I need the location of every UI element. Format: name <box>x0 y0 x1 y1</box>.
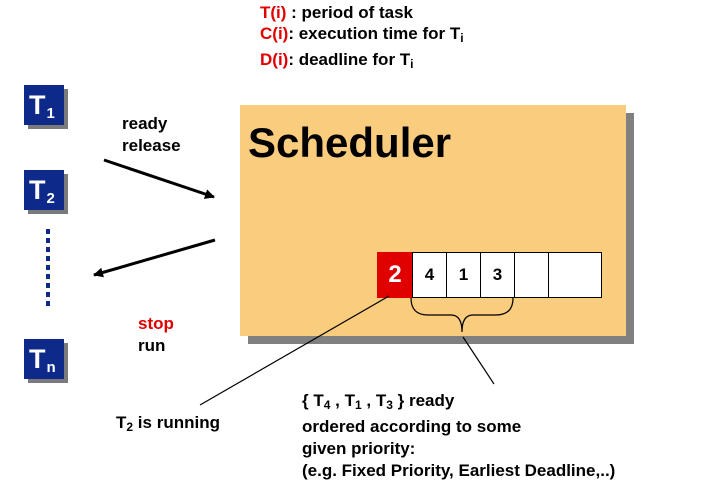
ready-brace <box>410 297 514 333</box>
queue-cell <box>514 252 549 298</box>
running-pointer-line <box>199 295 390 406</box>
queue-cell: 1 <box>446 252 481 298</box>
legend-period: T(i) : period of task <box>260 3 414 22</box>
ready-queue: 2 4 1 3 <box>377 252 602 298</box>
queue-cell: 3 <box>480 252 515 298</box>
stop-arrow <box>93 238 216 278</box>
queue-cell <box>548 252 602 298</box>
queue-cell-running: 2 <box>377 252 413 298</box>
task-box-tn: Tn <box>24 339 64 379</box>
queue-cell: 4 <box>412 252 447 298</box>
legend: T(i) : period of task C(i): execution ti… <box>260 2 464 75</box>
task-ellipsis <box>46 229 50 309</box>
running-label: T2 is running <box>116 413 220 434</box>
stop-label: stop run <box>138 314 174 355</box>
legend-deadline: D(i): deadline for Ti <box>260 50 414 71</box>
scheduler-title: Scheduler <box>248 119 452 166</box>
release-arrow <box>103 158 215 199</box>
release-label: ready release <box>122 114 181 155</box>
task-box-t1: T1 <box>24 85 64 125</box>
legend-execution-time: C(i): execution time for Ti <box>260 24 464 45</box>
ready-pointer-line <box>462 336 495 385</box>
task-box-t2: T2 <box>24 170 64 210</box>
ready-note: { T4 , T1 , T3 } ready ordered according… <box>302 391 616 480</box>
